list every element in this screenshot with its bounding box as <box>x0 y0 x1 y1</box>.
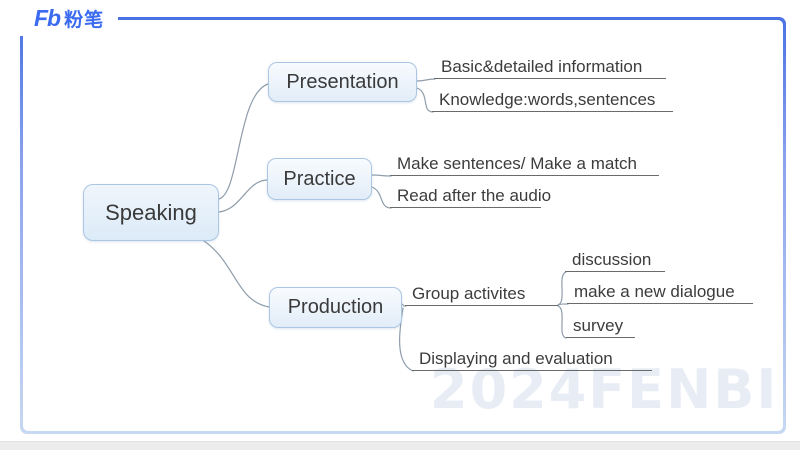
leaf-make-sentences-match: Make sentences/ Make a match <box>390 152 659 176</box>
leaf-displaying-evaluation: Displaying and evaluation <box>412 347 652 371</box>
leaf-make-new-dialogue: make a new dialogue <box>567 280 753 304</box>
mindmap-node-practice: Practice <box>267 158 372 200</box>
leaf-read-after-audio: Read after the audio <box>390 184 551 208</box>
watermark: 2024FENBI <box>430 358 779 421</box>
leaf-group-activites: Group activites <box>405 282 558 306</box>
leaf-basic-detailed-information: Basic&detailed information <box>434 55 666 79</box>
fenbi-logo: Fb 粉笔 <box>34 5 104 32</box>
leaf-discussion: discussion <box>565 248 665 272</box>
mindmap-node-presentation-label: Presentation <box>286 70 399 93</box>
mindmap-node-practice-label: Practice <box>283 167 356 190</box>
bottom-strip <box>0 441 800 450</box>
fenbi-logo-icon: Fb <box>34 5 61 31</box>
logo-background-mask <box>0 0 118 36</box>
mindmap-node-production-label: Production <box>287 296 384 318</box>
fenbi-logo-name: 粉笔 <box>64 10 105 31</box>
mindmap-node-presentation: Presentation <box>268 62 417 102</box>
leaf-survey: survey <box>566 314 635 338</box>
mindmap-node-speaking-label: Speaking <box>105 199 197 225</box>
mindmap-node-production: Production <box>269 287 402 328</box>
mindmap-node-speaking: Speaking <box>83 184 219 241</box>
leaf-knowledge-words-sentences: Knowledge:words,sentences <box>432 88 673 112</box>
